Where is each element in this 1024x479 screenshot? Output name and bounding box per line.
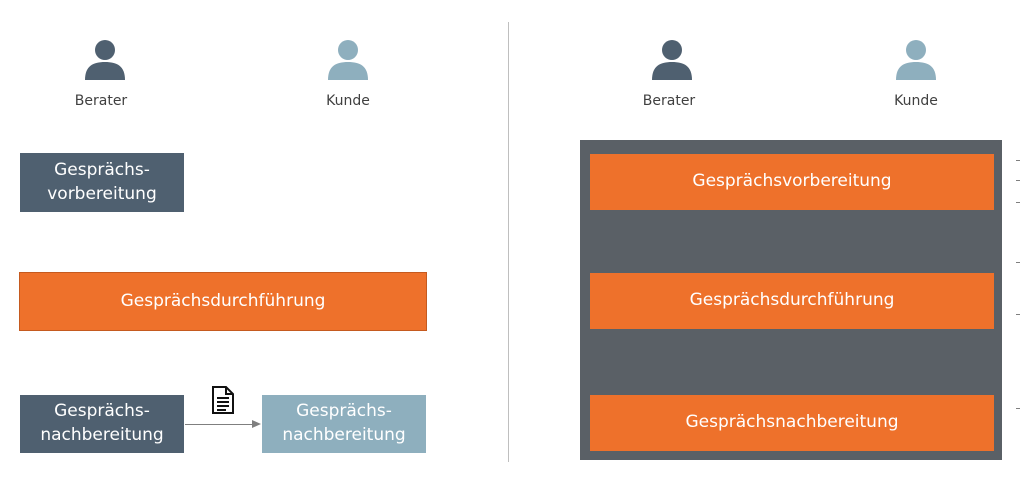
berater-label: Berater <box>74 93 128 109</box>
kunde-label: Kunde <box>326 93 370 109</box>
gespraechsdurchfuehrung-box: Gesprächsdurchführung <box>19 272 427 331</box>
gespraechsnachbereitung-berater-box: Gesprächs- nachbereitung <box>20 395 184 453</box>
gespraechsnachbereitung-kunde-box: Gesprächs- nachbereitung <box>262 395 426 453</box>
edge-mark <box>1016 314 1020 315</box>
berater-label-right: Berater <box>642 93 696 109</box>
gespraechsvorbereitung-berater-box: Gesprächs- vorbereitung <box>20 153 184 212</box>
edge-mark <box>1016 202 1020 203</box>
edge-mark <box>1016 262 1020 263</box>
edge-mark <box>1016 408 1020 409</box>
kunde-person-icon-right <box>896 40 936 80</box>
document-icon <box>212 386 234 414</box>
handover-arrow-line <box>185 424 253 425</box>
berater-person-icon <box>85 40 125 80</box>
kunde-person-icon <box>328 40 368 80</box>
gespraechsdurchfuehrung-box-right: Gesprächsdurchführung <box>590 273 994 329</box>
berater-person-icon-right <box>652 40 692 80</box>
handover-arrow-head <box>252 420 261 428</box>
kunde-label-right: Kunde <box>894 93 938 109</box>
gespraechsnachbereitung-box-right: Gesprächsnachbereitung <box>590 395 994 451</box>
edge-mark <box>1016 180 1020 181</box>
edge-mark <box>1016 160 1020 161</box>
gespraechsvorbereitung-box-right: Gesprächsvorbereitung <box>590 154 994 210</box>
section-divider <box>508 22 509 462</box>
